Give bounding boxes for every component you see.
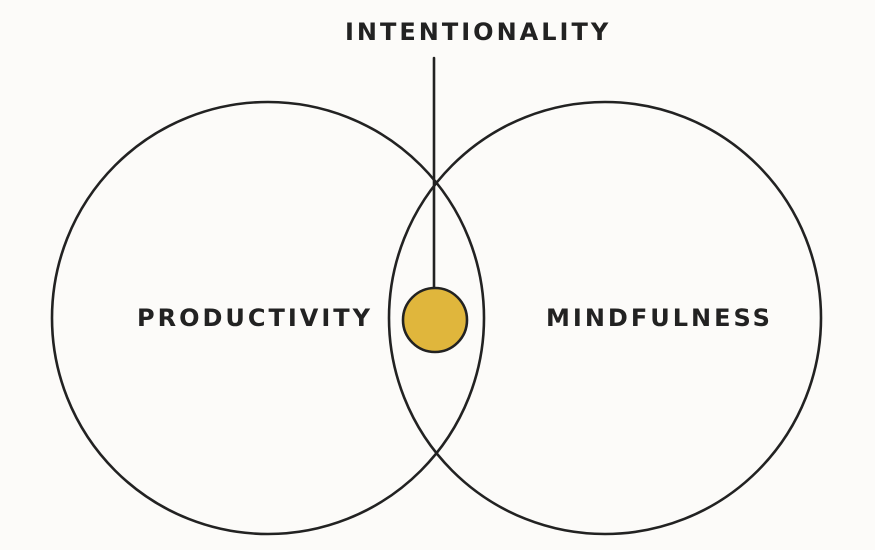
productivity-circle (50, 100, 486, 536)
intentionality-label: INTENTIONALITY (345, 18, 612, 46)
productivity-label: PRODUCTIVITY (137, 304, 374, 332)
mindfulness-label: MINDFULNESS (546, 304, 773, 332)
intentionality-dot (401, 286, 469, 354)
mindfulness-circle (387, 100, 823, 536)
